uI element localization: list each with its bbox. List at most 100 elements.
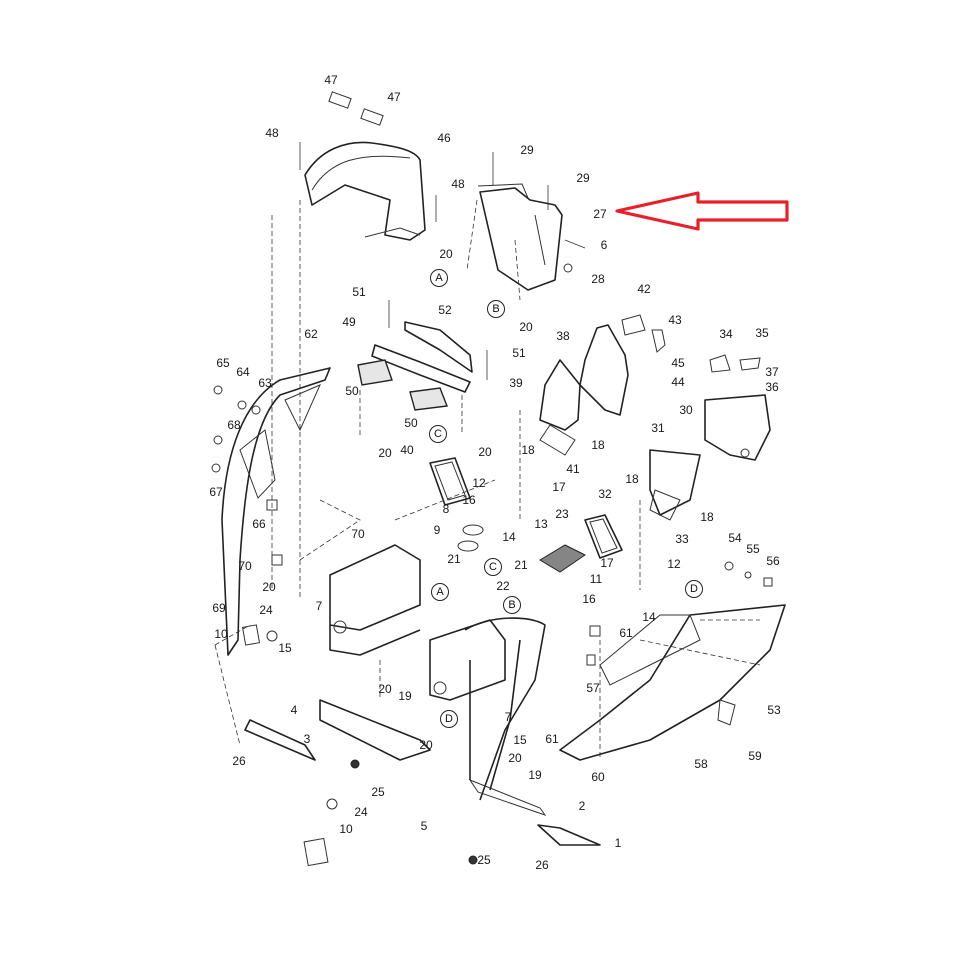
callout-17: 17: [552, 480, 566, 494]
callout-20: 20: [262, 580, 276, 594]
callout-14: 14: [642, 610, 656, 624]
callout-26: 26: [232, 754, 246, 768]
part-39-bracket-shape: [539, 359, 581, 456]
callout-39: 39: [509, 376, 523, 390]
part-31-bracket-shape: [649, 449, 701, 521]
callout-30: 30: [679, 403, 693, 417]
callout-50: 50: [404, 416, 418, 430]
callout-4: 4: [290, 703, 298, 717]
part-3-trim-shape: [244, 719, 316, 761]
callout-28: 28: [591, 272, 605, 286]
part-49-52-vent-shapes: [357, 300, 488, 435]
callout-61: 61: [619, 626, 633, 640]
callout-59: 59: [748, 749, 762, 763]
callout-18: 18: [700, 510, 714, 524]
callout-20: 20: [439, 247, 453, 261]
callout-52: 52: [438, 303, 452, 317]
callout-23: 23: [555, 507, 569, 521]
callout-26: 26: [535, 858, 549, 872]
callout-24: 24: [354, 805, 368, 819]
callout-7: 7: [504, 710, 512, 724]
fastener-shapes: [241, 499, 773, 867]
part-27-inner-panel-shape: [466, 152, 586, 301]
callout-70: 70: [351, 527, 365, 541]
highlight-arrow-icon: [615, 191, 789, 231]
callout-43: 43: [668, 313, 682, 327]
callout-12: 12: [472, 476, 486, 490]
callout-29: 29: [576, 171, 590, 185]
callout-37: 37: [765, 365, 779, 379]
callout-7: 7: [315, 599, 323, 613]
callout-25: 25: [477, 853, 491, 867]
callout-51: 51: [512, 346, 526, 360]
callout-15: 15: [278, 641, 292, 655]
callout-46: 46: [437, 131, 451, 145]
assembly-lines: [214, 200, 760, 760]
part-46-inner-cover-shape: [299, 91, 437, 241]
callout-27: 27: [593, 207, 607, 221]
reference-marker-d: D: [685, 580, 703, 598]
part-62-side-cover-shape: [211, 367, 331, 656]
callout-32: 32: [598, 487, 612, 501]
callout-47: 47: [324, 73, 338, 87]
callout-19: 19: [528, 768, 542, 782]
callout-55: 55: [746, 542, 760, 556]
callout-47: 47: [387, 90, 401, 104]
callout-54: 54: [728, 531, 742, 545]
callout-57: 57: [586, 681, 600, 695]
callout-67: 67: [209, 485, 223, 499]
callout-20: 20: [478, 445, 492, 459]
part-38-bracket-shape: [579, 324, 629, 416]
callout-20: 20: [419, 738, 433, 752]
callout-53: 53: [767, 703, 781, 717]
part-32-duct-frame-shape: [584, 514, 623, 559]
callout-19: 19: [398, 689, 412, 703]
callout-66: 66: [252, 517, 266, 531]
callout-21: 21: [514, 558, 528, 572]
callout-61: 61: [545, 732, 559, 746]
callout-68: 68: [227, 418, 241, 432]
callout-20: 20: [508, 751, 522, 765]
part-40-duct-frame-shape: [429, 457, 471, 506]
callout-16: 16: [462, 493, 476, 507]
callout-62: 62: [304, 327, 318, 341]
callout-69: 69: [212, 601, 226, 615]
callout-18: 18: [591, 438, 605, 452]
callout-70: 70: [238, 559, 252, 573]
callout-5: 5: [420, 819, 428, 833]
callout-6: 6: [600, 238, 608, 252]
callout-9: 9: [433, 523, 441, 537]
callout-25: 25: [371, 785, 385, 799]
callout-38: 38: [556, 329, 570, 343]
callout-31: 31: [651, 421, 665, 435]
callout-18: 18: [521, 443, 535, 457]
callout-48: 48: [265, 126, 279, 140]
callout-2: 2: [578, 799, 586, 813]
callout-42: 42: [637, 282, 651, 296]
callout-34: 34: [719, 327, 733, 341]
callout-44: 44: [671, 375, 685, 389]
callout-15: 15: [513, 733, 527, 747]
callout-56: 56: [766, 554, 780, 568]
callout-8: 8: [442, 502, 450, 516]
callout-65: 65: [216, 356, 230, 370]
parts-42-43-34-35-small-shapes: [621, 314, 761, 373]
callout-22: 22: [496, 579, 510, 593]
callout-20: 20: [519, 320, 533, 334]
callout-18: 18: [625, 472, 639, 486]
callout-41: 41: [566, 462, 580, 476]
callout-21: 21: [447, 552, 461, 566]
reference-marker-c: C: [429, 425, 447, 443]
callout-20: 20: [378, 682, 392, 696]
callout-17: 17: [600, 556, 614, 570]
callout-50: 50: [345, 384, 359, 398]
callout-51: 51: [352, 285, 366, 299]
reference-marker-b: B: [487, 300, 505, 318]
callout-13: 13: [534, 517, 548, 531]
callout-64: 64: [236, 365, 250, 379]
part-23-grill-shape: [539, 544, 586, 573]
callout-3: 3: [303, 732, 311, 746]
reference-marker-d: D: [440, 710, 458, 728]
